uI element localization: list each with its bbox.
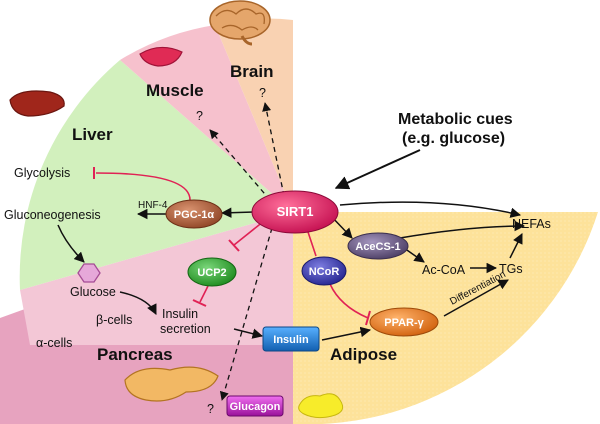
brain-icon bbox=[209, 0, 271, 46]
glucagon-node: Glucagon bbox=[226, 395, 284, 417]
tgs-label: TGs bbox=[499, 262, 523, 276]
beta-cells-label: β-cells bbox=[96, 313, 132, 327]
sirt1-to-nefas-arrow bbox=[339, 201, 522, 218]
ucp2-inhibits-secretion bbox=[199, 285, 209, 303]
insulin-label: Insulin bbox=[273, 334, 309, 346]
sirt1-to-pancreas-arrow bbox=[219, 227, 273, 401]
ucp2-inhibition-bar bbox=[228, 239, 240, 252]
adipose-icon bbox=[298, 393, 344, 419]
ucp2-label: UCP2 bbox=[197, 267, 226, 279]
sirt1-to-brain-arrow bbox=[262, 102, 285, 197]
liver-icon bbox=[9, 90, 65, 117]
muscle-label: Muscle bbox=[146, 81, 204, 100]
ppar-label: PPAR-γ bbox=[384, 317, 424, 329]
cues-arrow bbox=[334, 149, 421, 190]
hnf4-label: HNF-4 bbox=[138, 200, 168, 211]
ncor-node: NCoR bbox=[301, 256, 347, 286]
insulin-secretion-line1: Insulin bbox=[162, 307, 198, 321]
sirt1-node: SIRT1 bbox=[251, 190, 339, 234]
alpha-cells-label: α-cells bbox=[36, 336, 72, 350]
ppar-to-tgs-arrow bbox=[443, 279, 509, 317]
beta-cells-region bbox=[20, 212, 293, 345]
muscle-sector bbox=[120, 25, 293, 212]
glucagon-label: Glucagon bbox=[230, 401, 281, 413]
ucp2-node: UCP2 bbox=[187, 257, 237, 287]
glucose-to-insulin-secretion-arrow bbox=[119, 291, 157, 315]
pancreas-question-mark: ? bbox=[207, 402, 214, 416]
acecs1-node: AceCS-1 bbox=[347, 232, 409, 260]
ncor-inhibits-ppar bbox=[329, 283, 369, 319]
pancreas-icon bbox=[124, 366, 219, 402]
tgs-to-nefas-arrow bbox=[509, 233, 523, 259]
liver-sector bbox=[19, 60, 293, 290]
accoa-label: Ac-CoA bbox=[422, 263, 466, 277]
acecs1-to-nefas-arrow bbox=[399, 220, 526, 239]
glucose-icon bbox=[77, 263, 101, 283]
glucose-label: Glucose bbox=[70, 285, 116, 299]
metabolic-cues-line1: Metabolic cues bbox=[398, 111, 513, 128]
sirt1-to-muscle-arrow bbox=[209, 129, 271, 201]
sirt1-inhibits-ncor-line bbox=[307, 231, 317, 257]
acecs1-to-accoa-arrow bbox=[403, 247, 425, 263]
adipose-sector-texture bbox=[293, 212, 598, 424]
sirt1-to-pgc1a-arrow bbox=[220, 207, 255, 218]
ppar-node: PPAR-γ bbox=[369, 307, 439, 337]
insulin-secretion-line2: secretion bbox=[160, 322, 211, 336]
pancreas-label: Pancreas bbox=[97, 345, 173, 364]
brain-question-mark: ? bbox=[259, 86, 266, 100]
metabolic-cues-line2: (e.g. glucose) bbox=[402, 130, 505, 147]
glycolysis-label: Glycolysis bbox=[14, 166, 70, 180]
secretion-inhibition-bar bbox=[192, 299, 207, 307]
pgc1a-node: PGC-1α bbox=[165, 199, 223, 229]
secretion-to-insulin-arrow bbox=[233, 328, 264, 339]
nefas-label: NEFAs bbox=[512, 217, 551, 231]
acecs1-label: AceCS-1 bbox=[355, 241, 400, 253]
pgc1a-inhibits-glycolysis bbox=[95, 172, 191, 201]
insulin-to-ppar-arrow bbox=[321, 326, 372, 341]
insulin-node: Insulin bbox=[262, 326, 320, 352]
ncor-label: NCoR bbox=[309, 266, 340, 278]
sirt1-inhibits-ucp2 bbox=[233, 220, 265, 246]
gluconeogenesis-to-glucose-arrow bbox=[57, 224, 85, 263]
muscle-icon bbox=[139, 46, 183, 67]
liver-label: Liver bbox=[72, 125, 113, 144]
brain-label: Brain bbox=[230, 62, 273, 81]
ppar-inhibition-bar bbox=[365, 310, 371, 326]
sirt1-label: SIRT1 bbox=[277, 204, 314, 219]
pgc1a-label: PGC-1α bbox=[174, 209, 215, 221]
brain-sector bbox=[215, 18, 293, 212]
adipose-label: Adipose bbox=[330, 345, 397, 364]
gluconeogenesis-label: Gluconeogenesis bbox=[4, 208, 101, 222]
muscle-question-mark: ? bbox=[196, 109, 203, 123]
